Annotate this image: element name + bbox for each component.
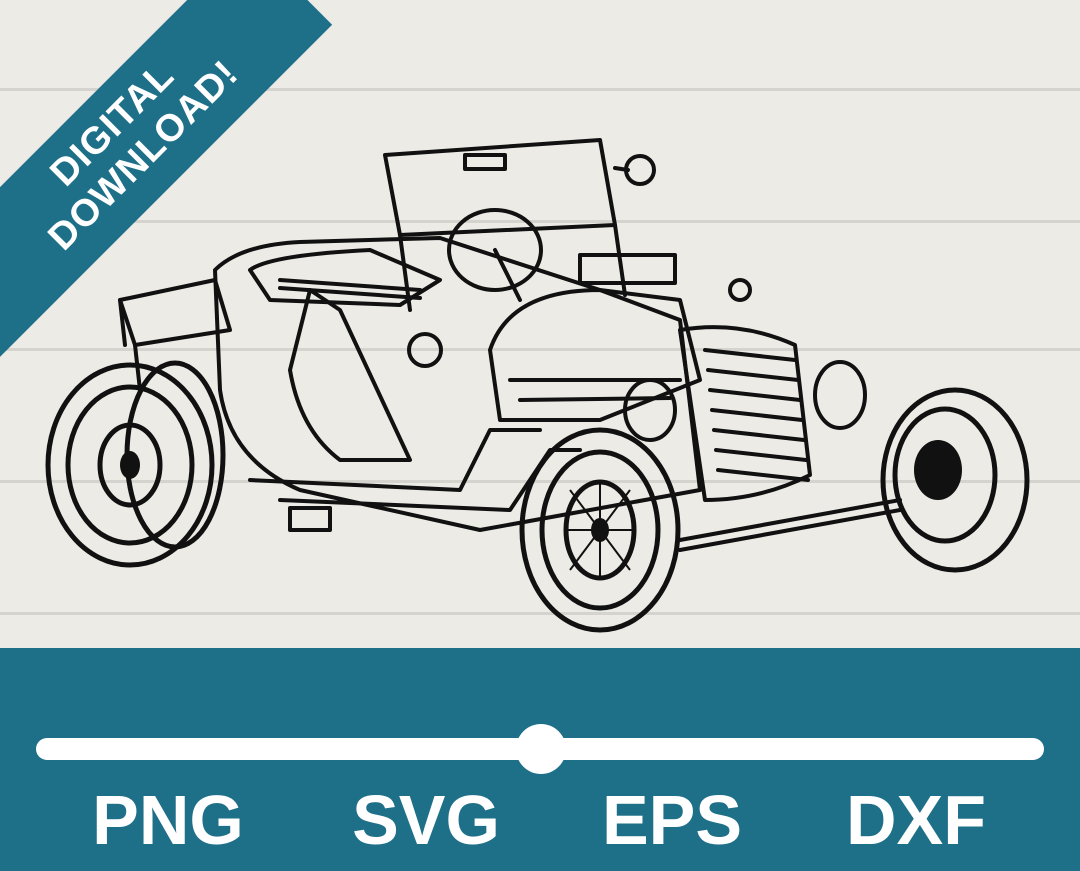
- plank-seam: [0, 612, 1080, 615]
- format-dxf: DXF: [846, 781, 986, 859]
- format-footer: PNG SVG EPS DXF: [0, 648, 1080, 871]
- format-svg: SVG: [352, 781, 500, 859]
- format-list: PNG SVG EPS DXF: [0, 780, 1080, 860]
- plank-seam: [0, 480, 1080, 483]
- format-eps: EPS: [601, 781, 743, 859]
- divider-dot: [516, 724, 566, 774]
- plank-seam: [0, 220, 1080, 223]
- hot-rod-illustration: [45, 138, 1030, 633]
- format-png: PNG: [92, 781, 244, 859]
- plank-seam: [0, 348, 1080, 351]
- plank-seam: [0, 88, 1080, 91]
